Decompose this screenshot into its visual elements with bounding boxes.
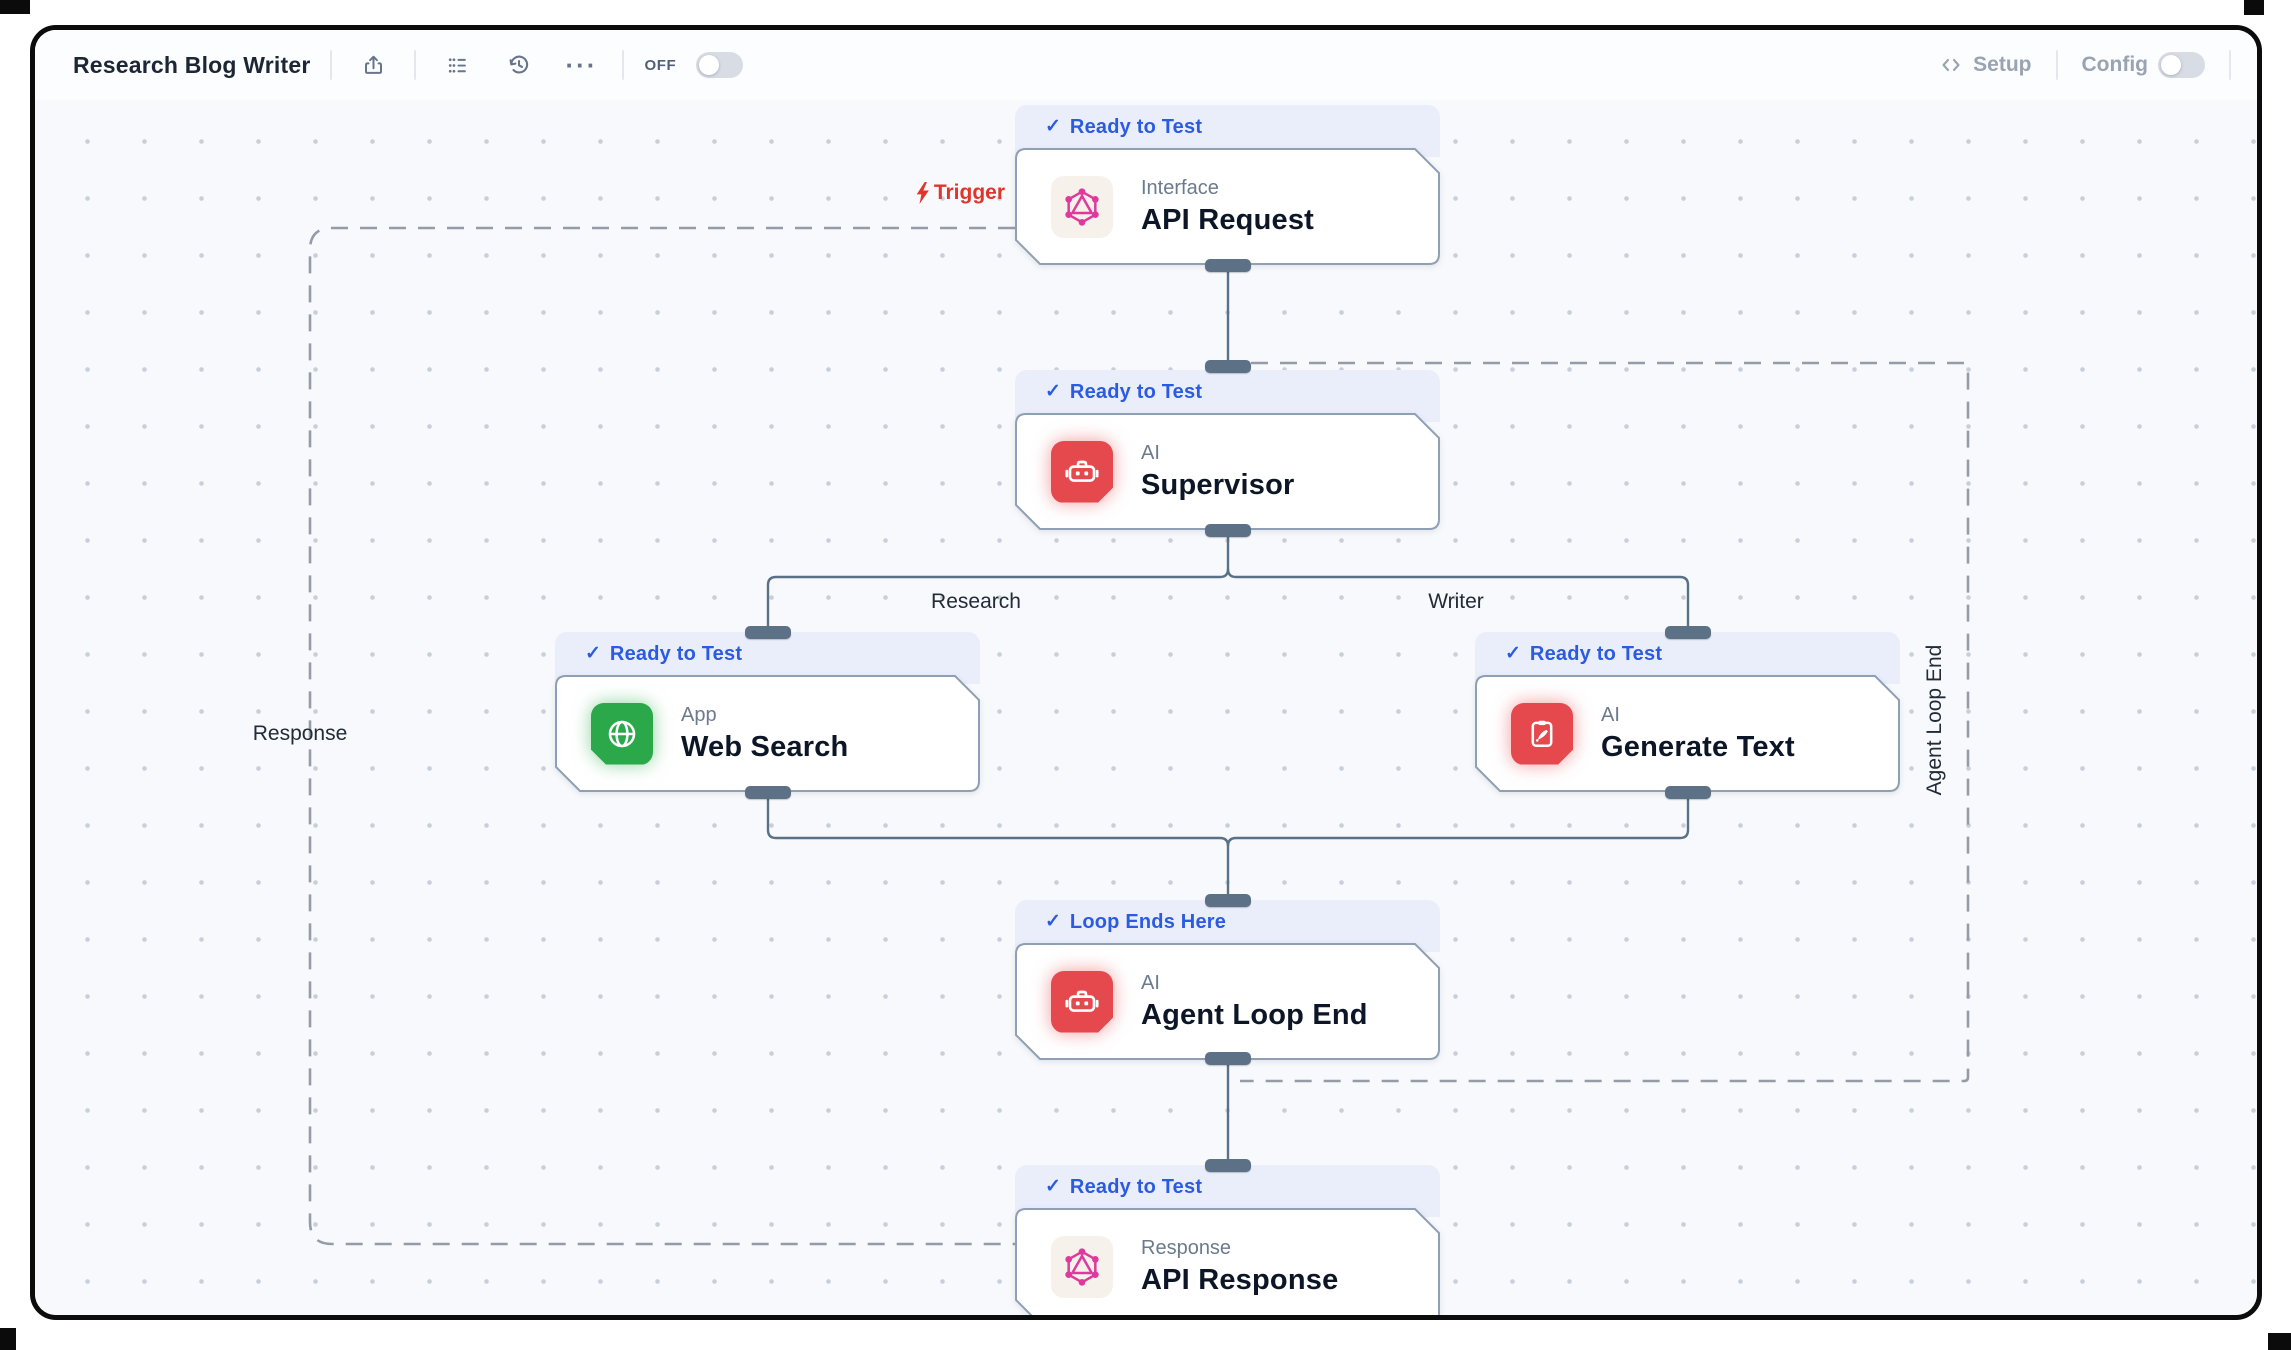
edge-generatetext-agentloopend [1226, 795, 1690, 847]
node-web-search[interactable]: ✓ Ready to Test App [555, 632, 980, 792]
checklist-button[interactable] [436, 44, 478, 86]
crop-mark-bottom-left [0, 1328, 16, 1350]
robot-icon [1051, 440, 1113, 503]
check-icon: ✓ [1045, 116, 1061, 137]
check-icon: ✓ [1045, 381, 1061, 402]
badge-label: Ready to Test [1069, 116, 1203, 138]
node-api-request[interactable]: ✓ Ready to Test [1015, 105, 1440, 265]
node-title: API Request [1141, 203, 1315, 236]
check-icon: ✓ [1505, 643, 1521, 664]
toolbar-divider [414, 50, 417, 80]
badge-label: Ready to Test [1529, 643, 1663, 665]
node-card[interactable]: Interface API Request [1015, 148, 1440, 265]
config-button[interactable]: Config [2082, 52, 2205, 78]
top-toolbar: Research Blog Writer [35, 30, 2257, 100]
graph-icon [1051, 1235, 1113, 1298]
node-type-label: AI [1141, 441, 1160, 464]
handle-supervisor-bottom[interactable] [1205, 524, 1251, 537]
node-api-response[interactable]: ✓ Ready to Test [1015, 1165, 1440, 1315]
handle-api-request-bottom[interactable] [1205, 259, 1251, 272]
lightning-bolt-icon [916, 182, 929, 204]
crop-mark-top-left [0, 0, 30, 14]
clipboard-pen-icon [1511, 702, 1573, 765]
node-supervisor[interactable]: ✓ Ready to Test [1015, 370, 1440, 530]
config-label: Config [2081, 53, 2148, 76]
handle-supervisor-top[interactable] [1205, 360, 1251, 373]
robot-icon [1051, 970, 1113, 1033]
history-icon [510, 55, 529, 74]
check-icon: ✓ [1045, 1176, 1061, 1197]
response-edge-label: Response [252, 722, 348, 745]
toolbar-divider [2229, 50, 2231, 80]
toolbar-divider [330, 50, 333, 80]
setup-label: Setup [1973, 53, 2032, 76]
node-title: Web Search [681, 730, 849, 763]
workflow-enabled-toggle[interactable] [696, 52, 744, 78]
node-title: API Response [1141, 1263, 1339, 1296]
node-agent-loop-end[interactable]: ✓ Loop Ends Here [1015, 900, 1440, 1060]
badge-label: Ready to Test [1069, 381, 1203, 403]
toggle-knob [2161, 55, 2181, 75]
node-generate-text[interactable]: ✓ Ready to Test [1475, 632, 1900, 792]
off-label: OFF [644, 56, 677, 74]
toolbar-divider [622, 50, 625, 80]
node-title: Agent Loop End [1141, 998, 1368, 1031]
edge-websearch-agentloopend [766, 795, 1230, 898]
node-title: Supervisor [1141, 468, 1295, 501]
handle-api-response-top[interactable] [1205, 1159, 1251, 1172]
agent-loop-end-edge-label: Agent Loop End [1923, 644, 1946, 796]
app-window: Trigger Research Writer Response Agent L… [30, 25, 2262, 1320]
node-title: Generate Text [1601, 730, 1795, 763]
crop-mark-bottom-right [2268, 1333, 2291, 1350]
node-card[interactable]: AI Agent Loop End [1015, 943, 1440, 1060]
handle-web-search-top[interactable] [745, 626, 791, 639]
setup-button[interactable]: Setup [1939, 53, 2032, 77]
globe-icon [591, 702, 653, 765]
badge-label: Loop Ends Here [1069, 911, 1227, 933]
node-type-label: AI [1141, 971, 1160, 994]
trigger-label-text: Trigger [933, 181, 1005, 204]
config-toggle[interactable] [2158, 52, 2205, 78]
toolbar-divider [2055, 50, 2058, 80]
handle-agent-loop-end-top[interactable] [1205, 894, 1251, 907]
check-icon: ✓ [585, 643, 601, 664]
node-type-label: App [681, 703, 717, 726]
handle-web-search-bottom[interactable] [745, 786, 791, 799]
history-button[interactable] [498, 44, 540, 86]
share-button[interactable] [352, 44, 394, 86]
node-card[interactable]: App Web Search [555, 675, 980, 792]
research-edge-label: Research [931, 590, 1021, 613]
dotted-list-icon [448, 57, 466, 73]
check-icon: ✓ [1045, 911, 1061, 932]
node-type-label: Interface [1141, 176, 1219, 199]
node-card[interactable]: AI Generate Text [1475, 675, 1900, 792]
upload-icon [364, 55, 382, 74]
handle-generate-text-bottom[interactable] [1665, 786, 1711, 799]
handle-generate-text-top[interactable] [1665, 626, 1711, 639]
handle-agent-loop-end-bottom[interactable] [1205, 1052, 1251, 1065]
writer-edge-label: Writer [1428, 590, 1484, 613]
ellipsis-icon: ··· [565, 50, 598, 80]
workflow-title: Research Blog Writer [73, 51, 311, 78]
badge-label: Ready to Test [609, 643, 743, 665]
trigger-label: Trigger [825, 181, 1005, 205]
node-card[interactable]: AI Supervisor [1015, 413, 1440, 530]
crop-mark-top-right [2244, 0, 2264, 15]
workflow-canvas[interactable]: Trigger Research Writer Response Agent L… [35, 30, 2257, 1315]
node-card[interactable]: Response API Response [1015, 1208, 1440, 1315]
graph-icon [1051, 175, 1113, 238]
toggle-knob [699, 55, 720, 75]
more-options-button[interactable]: ··· [560, 44, 602, 86]
badge-label: Ready to Test [1069, 1176, 1203, 1198]
code-brackets-icon [1942, 58, 1960, 72]
node-type-label: AI [1601, 703, 1620, 726]
edge-supervisor-websearch [766, 535, 1230, 630]
node-type-label: Response [1141, 1236, 1232, 1259]
